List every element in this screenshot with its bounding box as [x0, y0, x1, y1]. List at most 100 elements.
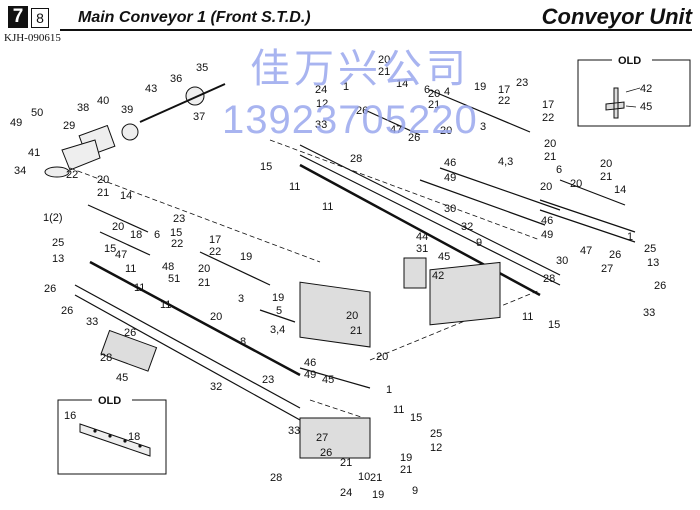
- part-label: 33: [288, 425, 300, 437]
- part-label: 38: [77, 102, 89, 114]
- part-label: 20: [376, 351, 388, 363]
- part-label: 36: [170, 73, 182, 85]
- part-label: 45: [116, 372, 128, 384]
- part-label: 49: [304, 369, 316, 381]
- part-label: 11: [322, 201, 333, 213]
- part-label: 19: [240, 251, 252, 263]
- part-label: 14: [120, 190, 132, 202]
- part-label: 15: [104, 243, 116, 255]
- part-label: 27: [316, 432, 328, 444]
- part-label: 18: [130, 229, 142, 241]
- part-label: 34: [14, 165, 26, 177]
- part-label: 17: [498, 84, 510, 96]
- part-label: 47: [115, 249, 127, 261]
- part-label: 47: [390, 124, 402, 136]
- part-label: 26: [654, 280, 666, 292]
- part-label: 25: [52, 237, 64, 249]
- part-label: 3: [480, 121, 486, 133]
- part-label: 4: [444, 86, 450, 98]
- part-label: 6: [556, 164, 562, 176]
- part-label: 14: [396, 78, 408, 90]
- part-label: 49: [10, 117, 22, 129]
- part-label: 35: [196, 62, 208, 74]
- part-label: 45: [640, 101, 652, 113]
- part-label: 17: [209, 234, 221, 246]
- part-label: 19: [400, 452, 412, 464]
- part-label: 26: [320, 447, 332, 459]
- part-label: 40: [97, 95, 109, 107]
- part-label: 26: [408, 132, 420, 144]
- part-label: 10: [358, 471, 370, 483]
- part-label: 44: [416, 231, 428, 243]
- part-label: 48: [162, 261, 174, 273]
- part-label: 1: [627, 231, 633, 243]
- part-label: 42: [640, 83, 652, 95]
- part-label: 22: [171, 238, 183, 250]
- page-number: 7: [8, 6, 28, 28]
- part-label: 13: [52, 253, 64, 265]
- part-label: 41: [28, 147, 40, 159]
- part-label: 33: [86, 316, 98, 328]
- part-label: 33: [315, 119, 327, 131]
- part-label: 3: [238, 293, 244, 305]
- part-labels: 1 4 3 6 24 12 20 21 14 26 33 47 20 21 20…: [10, 54, 666, 501]
- part-label: 21: [428, 99, 440, 111]
- part-label: 43: [145, 83, 157, 95]
- part-label: 45: [438, 251, 450, 263]
- part-label: 21: [400, 464, 412, 476]
- part-label: 26: [61, 305, 73, 317]
- page-sub-number: 8: [31, 8, 49, 28]
- part-label: 15: [260, 161, 272, 173]
- part-label: 31: [416, 243, 428, 255]
- part-label: 11: [134, 282, 145, 294]
- part-label: 46: [304, 357, 316, 369]
- part-label: 29: [63, 120, 75, 132]
- part-label: 9: [412, 485, 418, 497]
- part-label: 19: [372, 489, 384, 501]
- part-label: 21: [340, 457, 352, 469]
- part-label: 24: [315, 84, 327, 96]
- part-label: 26: [124, 327, 136, 339]
- part-label: 1: [343, 81, 349, 93]
- watermark-phone: 13923705220: [222, 98, 478, 142]
- part-label: 39: [121, 104, 133, 116]
- part-label: 11: [160, 299, 171, 311]
- part-label: 28: [270, 472, 282, 484]
- part-label: 50: [31, 107, 43, 119]
- part-label: 20: [112, 221, 124, 233]
- part-label: 20: [600, 158, 612, 170]
- part-label: 20: [198, 263, 210, 275]
- part-label: 45: [322, 374, 334, 386]
- part-label: 18: [128, 431, 140, 443]
- part-label: 21: [97, 187, 109, 199]
- watermark-company: 佳万兴公司: [250, 46, 470, 92]
- part-label: 1(2): [43, 212, 63, 224]
- old-box-right: OLD: [577, 55, 691, 127]
- part-label: 5: [276, 305, 282, 317]
- part-label: 17: [542, 99, 554, 111]
- stopper-units: [100, 257, 501, 459]
- page-header: 7 8 Main Conveyor 1 (Front S.T.D.) Conve…: [0, 0, 700, 44]
- part-label: 23: [173, 213, 185, 225]
- part-label: 30: [556, 255, 568, 267]
- part-label: 6: [424, 84, 430, 96]
- part-label: 22: [66, 169, 78, 181]
- unit-title: Conveyor Unit: [541, 4, 692, 29]
- part-label: 16: [64, 410, 76, 422]
- part-label: 15: [170, 227, 182, 239]
- part-label: 26: [44, 283, 56, 295]
- part-label: 37: [193, 111, 205, 123]
- part-label: 11: [522, 311, 533, 323]
- part-label: 28: [350, 153, 362, 165]
- part-label: 33: [643, 307, 655, 319]
- part-label: 49: [541, 229, 553, 241]
- part-label: 11: [289, 181, 300, 193]
- part-label: 1: [386, 384, 392, 396]
- part-label: 27: [601, 263, 613, 275]
- part-label: 25: [644, 243, 656, 255]
- document-code: KJH-090615: [4, 32, 61, 44]
- part-label: 23: [516, 77, 528, 89]
- part-label: 21: [544, 151, 556, 163]
- part-label: 19: [474, 81, 486, 93]
